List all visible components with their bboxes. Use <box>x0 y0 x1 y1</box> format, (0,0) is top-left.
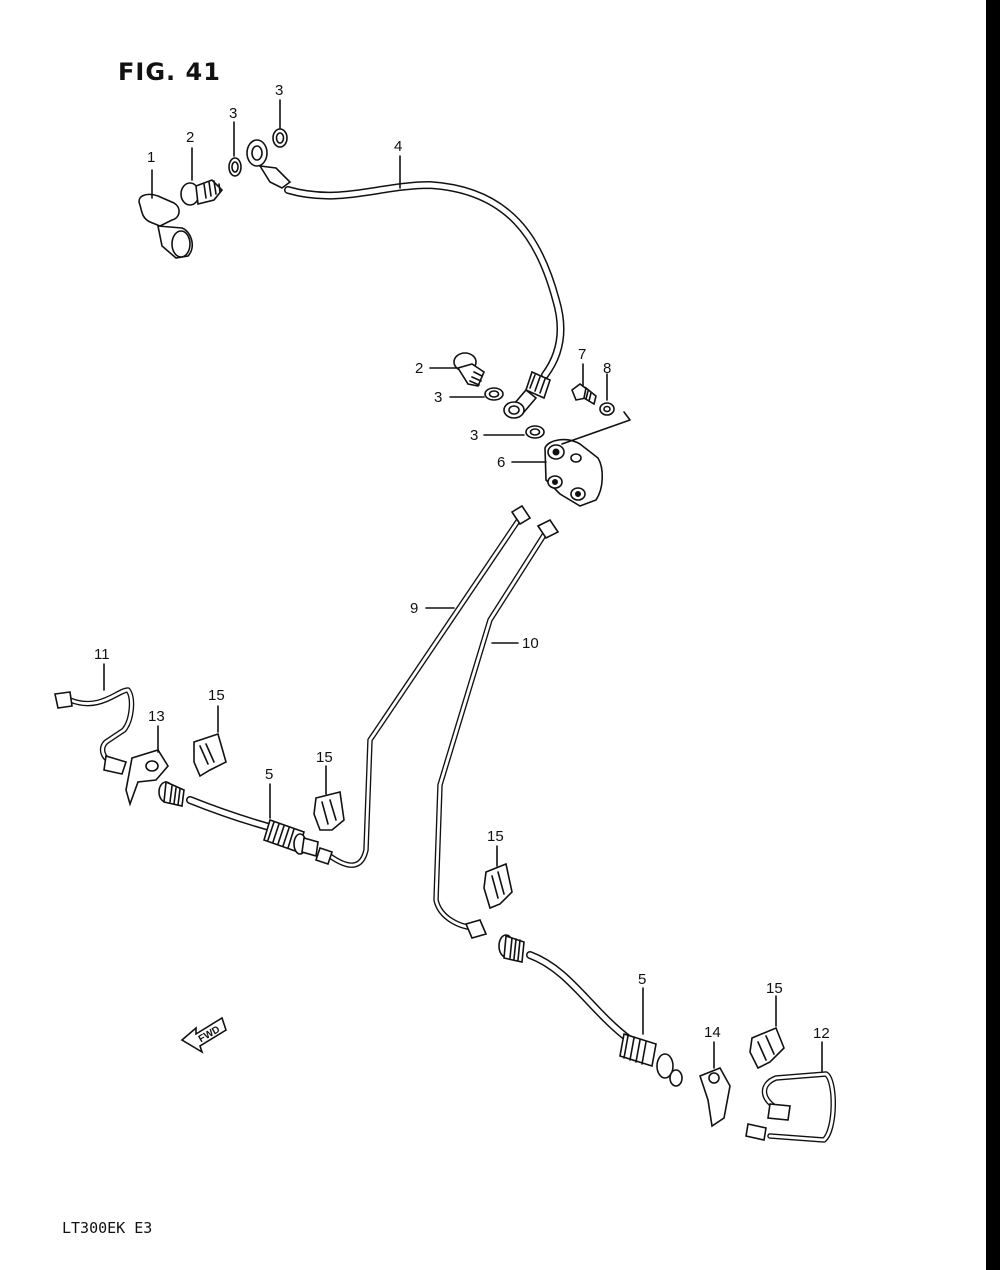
part-10-brake-pipe <box>433 518 560 939</box>
callout-8: 8 <box>603 360 611 377</box>
callout-15-a: 15 <box>208 687 225 704</box>
callout-1: 1 <box>147 149 155 166</box>
part-11-brake-pipe <box>54 687 135 775</box>
part-6-joint <box>544 411 631 507</box>
fwd-label: FWD <box>197 1024 222 1045</box>
part-15-clamp-c <box>483 862 513 910</box>
callout-11: 11 <box>94 646 110 663</box>
callout-9: 9 <box>410 600 418 617</box>
callout-labels: 1 2 3 3 4 2 3 3 6 7 8 9 10 11 13 15 5 15… <box>94 82 830 1042</box>
part-4-brake-hose <box>246 139 565 419</box>
part-9-brake-pipe <box>314 504 532 868</box>
leader-lines <box>103 99 823 1073</box>
callout-13: 13 <box>148 708 165 725</box>
part-3-washer-d <box>525 425 545 439</box>
callout-4: 4 <box>394 138 402 155</box>
callout-15-d: 15 <box>766 980 783 997</box>
callout-6: 6 <box>497 454 505 471</box>
part-1-cap <box>138 193 194 259</box>
callout-15-b: 15 <box>316 749 333 766</box>
page-edge-bar <box>986 0 1000 1270</box>
model-code: LT300EK E3 <box>62 1219 153 1237</box>
part-3-washer-b <box>272 128 288 148</box>
part-12-brake-pipe <box>745 1071 836 1143</box>
callout-2-mid: 2 <box>415 360 423 377</box>
part-13-bracket <box>125 749 169 807</box>
part-2-union-bolt-mid <box>453 352 485 387</box>
callout-14: 14 <box>704 1024 721 1041</box>
callout-5-left: 5 <box>265 766 273 783</box>
part-3-washer-c <box>484 387 504 401</box>
callout-12: 12 <box>813 1025 830 1042</box>
part-2-union-bolt-top <box>180 179 224 206</box>
part-5-brake-hose-left <box>158 780 319 858</box>
part-15-clamp-b <box>313 791 345 831</box>
callout-3-top-b: 3 <box>275 82 283 99</box>
callout-7: 7 <box>578 346 586 363</box>
fwd-arrow-icon: FWD <box>180 1016 227 1054</box>
callout-15-c: 15 <box>487 828 504 845</box>
callout-5-right: 5 <box>638 971 646 988</box>
part-5-brake-hose-right <box>498 934 683 1087</box>
callout-10: 10 <box>522 635 539 652</box>
part-15-clamp-a <box>193 732 227 778</box>
part-3-washer-a <box>228 157 242 177</box>
figure-title: FIG. 41 <box>118 58 221 86</box>
part-15-clamp-d <box>749 1026 785 1070</box>
part-8-washer <box>599 402 615 416</box>
callout-3-mid-a: 3 <box>434 389 442 406</box>
callout-3-mid-b: 3 <box>470 427 478 444</box>
callout-3-top-a: 3 <box>229 105 237 122</box>
part-14-bracket <box>699 1066 731 1128</box>
part-7-bolt <box>571 383 597 406</box>
callout-2-top: 2 <box>186 129 194 146</box>
